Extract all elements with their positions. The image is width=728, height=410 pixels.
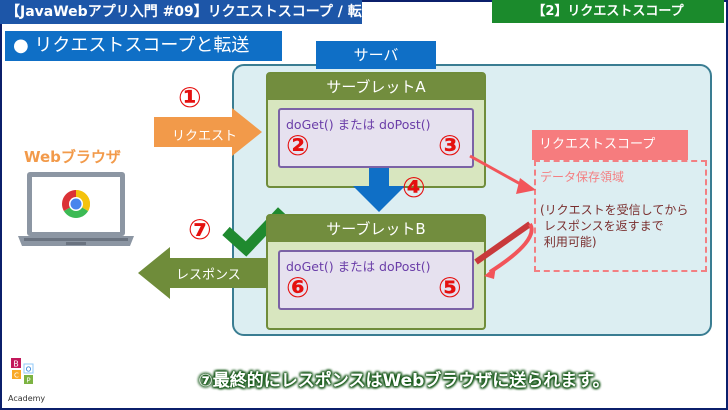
laptop-chrome-icon bbox=[18, 172, 134, 246]
request-scope-subtitle: データ保存領域 bbox=[540, 170, 625, 184]
header-chapter: 【2】リクエストスコープ bbox=[492, 0, 724, 23]
svg-text:P: P bbox=[26, 377, 30, 385]
logo-text: Academy bbox=[8, 394, 46, 403]
svg-text:C: C bbox=[14, 372, 19, 380]
servlet-a-method: doGet() または doPost() bbox=[286, 117, 431, 132]
browser-label: Webブラウザ bbox=[24, 148, 121, 166]
forward-arrow bbox=[353, 168, 405, 212]
caption: ⑦最終的にレスポンスはWebブラウザに送られます。 bbox=[198, 371, 610, 391]
servlet-b-method: doGet() または doPost() bbox=[286, 259, 431, 274]
svg-text:O: O bbox=[26, 366, 32, 374]
request-scope-title: リクエストスコープ bbox=[532, 130, 688, 160]
request-scope-note: (リクエストを受信してから レスポンスを返すまで 利用可能) bbox=[540, 203, 689, 249]
response-arrow-shape bbox=[138, 247, 266, 299]
step-2: ② bbox=[286, 129, 310, 162]
bocp-academy-logo: B O C P bbox=[11, 358, 34, 385]
header-title: 【JavaWebアプリ入門 #09】リクエストスコープ / 転送 bbox=[0, 0, 376, 24]
svg-text:B: B bbox=[13, 360, 19, 369]
servlet-b: サーブレットB doGet() または doPost() ⑥ ⑤ bbox=[266, 214, 486, 330]
server-label: サーバ bbox=[316, 41, 436, 69]
step-5: ⑤ bbox=[438, 271, 462, 304]
step-1: ① bbox=[178, 81, 202, 114]
step-4: ④ bbox=[402, 171, 426, 204]
request-arrow bbox=[154, 108, 262, 156]
servlet-b-title: サーブレットB bbox=[268, 216, 484, 242]
section-title: ● リクエストスコープと転送 bbox=[5, 31, 282, 61]
step-3: ③ bbox=[438, 129, 462, 162]
servlet-a-title: サーブレットA bbox=[268, 74, 484, 100]
servlet-b-method-box: doGet() または doPost() ⑥ ⑤ bbox=[278, 250, 474, 310]
servlet-a-method-box: doGet() または doPost() ② ③ bbox=[278, 108, 474, 168]
request-scope-area: データ保存領域 (リクエストを受信してから レスポンスを返すまで 利用可能) bbox=[534, 160, 707, 272]
response-arrow-label: レスポンス bbox=[176, 268, 241, 283]
step-7: ⑦ bbox=[188, 213, 212, 246]
step-6: ⑥ bbox=[286, 271, 310, 304]
request-arrow-shape bbox=[154, 108, 262, 156]
response-arrow bbox=[138, 247, 266, 299]
request-arrow-label: リクエスト bbox=[172, 129, 238, 144]
